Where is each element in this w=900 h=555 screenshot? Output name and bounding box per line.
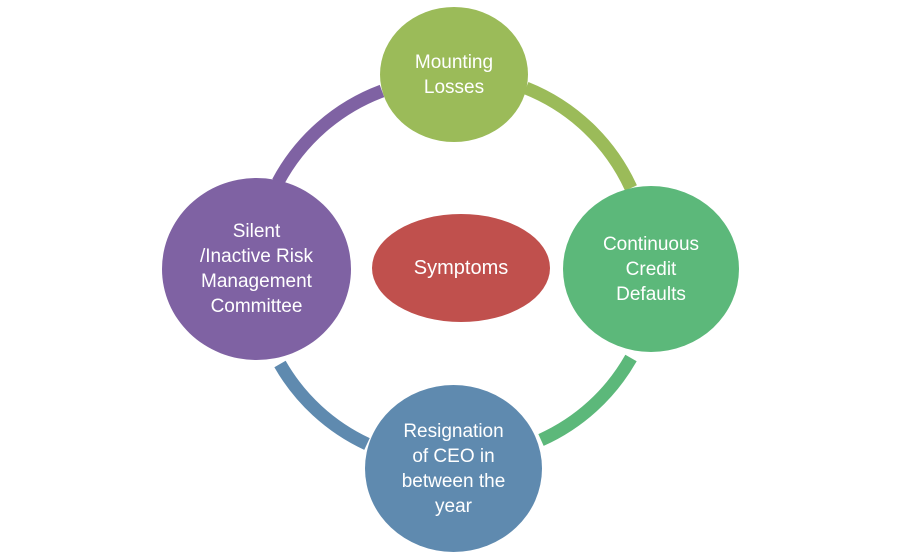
node-label-line: Credit (625, 258, 677, 280)
arc-top-to-right (523, 81, 637, 191)
node-label: Silent /Inactive Risk Management Committ… (200, 219, 313, 319)
node-continuous-credit-defaults: Continuous Credit Defaults (563, 186, 739, 352)
node-label-line: year (435, 495, 472, 517)
node-label-line: between the (401, 470, 506, 492)
arc-bottom-to-left (274, 360, 370, 450)
node-label-line: Silent (232, 221, 281, 242)
node-label-line: Committee (210, 296, 303, 317)
arc-left-to-top (272, 84, 385, 186)
node-silent-risk-committee: Silent /Inactive Risk Management Committ… (162, 178, 351, 360)
node-label-line: Continuous (602, 233, 700, 255)
node-label: Continuous Credit Defaults (603, 232, 699, 307)
node-label-line: Defaults (616, 283, 686, 305)
node-label-line: /Inactive Risk (200, 246, 313, 267)
center-node-symptoms: Symptoms (372, 214, 550, 322)
center-label: Symptoms (413, 256, 509, 279)
arc-right-to-bottom (538, 354, 637, 446)
node-label-line: Resignation (403, 420, 504, 442)
node-mounting-losses: Mounting Losses (380, 7, 528, 142)
node-label-line: Mounting (414, 51, 494, 73)
node-label: Mounting Losses (415, 50, 493, 100)
node-label-line: Management (201, 271, 312, 292)
node-label: Resignation of CEO in between the year (402, 419, 506, 519)
node-label-line: of CEO in (412, 445, 495, 467)
node-label-line: Losses (423, 76, 485, 98)
node-resignation-of-ceo: Resignation of CEO in between the year (365, 385, 542, 552)
